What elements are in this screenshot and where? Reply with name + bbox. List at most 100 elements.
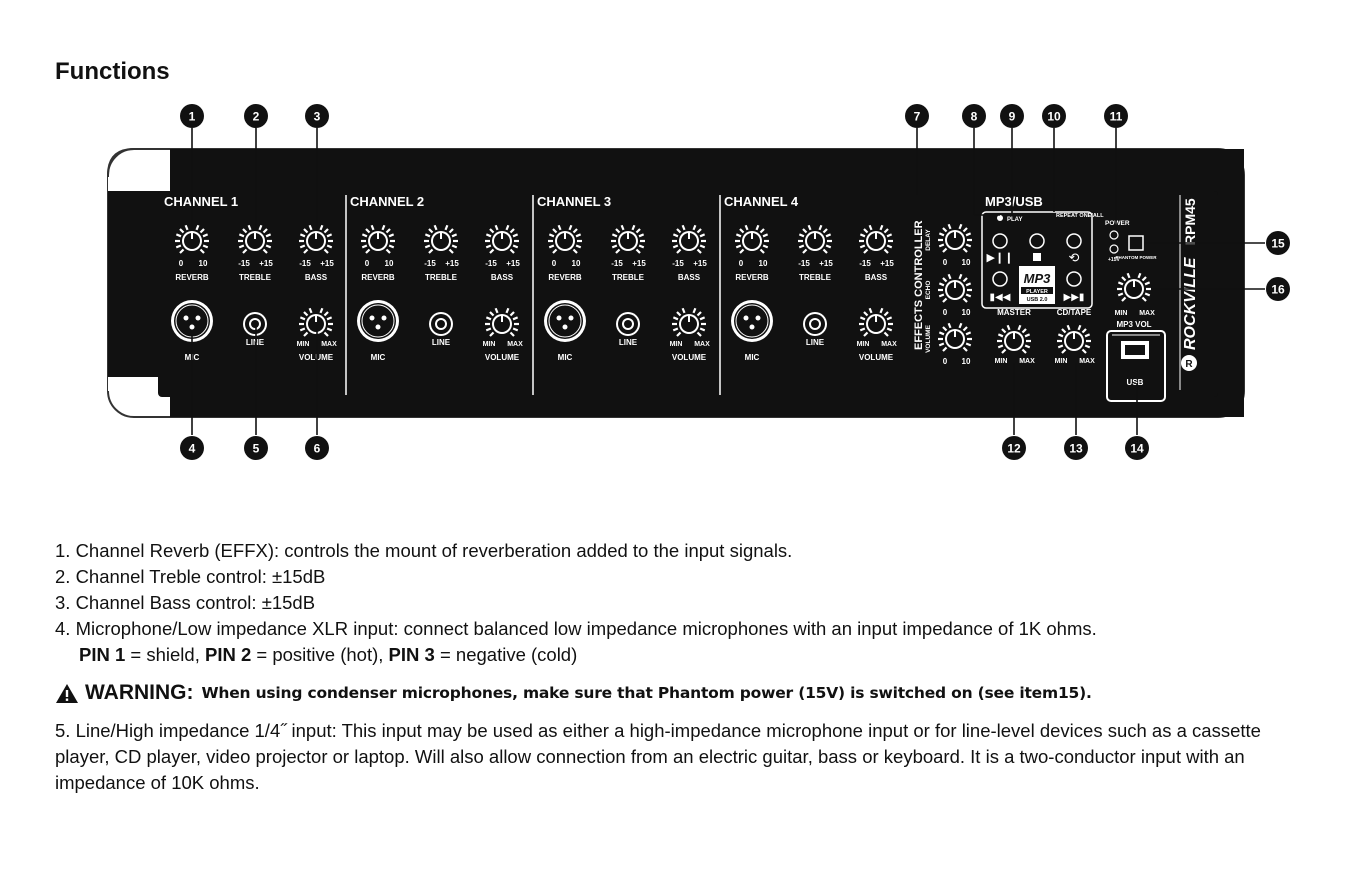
bass-label: BASS (678, 273, 701, 282)
effects-controller: EFFECTS CONTROLLER DELAY ECHO VOLUME 0 1… (913, 220, 974, 366)
pin-assignments: PIN 1 = shield, PIN 2 = positive (hot), … (79, 644, 578, 665)
channel-title: CHANNEL 2 (350, 194, 424, 209)
callout-number: 11 (1110, 110, 1123, 124)
model-name: RPM45 (1182, 198, 1198, 245)
power-section: POWER +15V PHANTOM POWER (1105, 220, 1157, 263)
item-5: 5. Line/High impedance 1/4˝ input: This … (55, 720, 1261, 793)
volume-label: VOLUME (859, 353, 894, 362)
mp3-usb-section: MP3/USB PLAY REPEAT ONE/ALL ▶❙❙ ⟲ MP3 PL… (981, 194, 1104, 365)
vol-max: MAX (321, 341, 337, 348)
mp3-volume-section: MIN MAX MP3 VOL USB (1106, 272, 1166, 402)
svg-text:PLAYER: PLAYER (1026, 289, 1048, 295)
power-led (1109, 230, 1119, 240)
brand: ROCKVILLE RPM45 R (1179, 195, 1199, 390)
callout-number: 13 (1069, 442, 1083, 456)
callout-leader-lines (191, 128, 1265, 435)
phantom-label: PHANTOM POWER (1116, 255, 1158, 260)
vol-max: MAX (694, 341, 710, 348)
callout-number: 12 (1007, 442, 1021, 456)
line-input-jack[interactable] (429, 312, 453, 336)
stop-button[interactable] (1029, 233, 1045, 249)
scale-max: +15 (819, 259, 833, 268)
scale-min: -15 (859, 259, 871, 268)
stop-icon (1033, 253, 1041, 261)
vol-min: MIN (857, 341, 870, 348)
callout-number: 8 (971, 110, 978, 124)
next-button[interactable] (1066, 271, 1082, 287)
bass-label: BASS (491, 273, 514, 282)
callout-number: 10 (1047, 110, 1061, 124)
callout-number: 3 (314, 110, 321, 124)
callout-badge (1125, 436, 1149, 460)
previous-icon: ▮◀◀ (990, 292, 1011, 303)
item-3: 3. Channel Bass control: ±15dB (55, 592, 316, 613)
volume-label: VOLUME (485, 353, 520, 362)
power-label: POWER (1105, 220, 1130, 227)
mic-label: MIC (371, 353, 386, 362)
callout-badge (305, 436, 329, 460)
svg-text:+15V: +15V (1108, 257, 1120, 263)
cdtape-label: CD/TAPE (1057, 308, 1092, 317)
mic-xlr-input[interactable] (730, 299, 774, 343)
callout-number: 4 (189, 442, 196, 456)
scale-min: 0 (179, 259, 184, 268)
function-descriptions: 1. Channel Reverb (EFFX): controls the m… (55, 538, 1315, 796)
repeat-button[interactable] (1066, 233, 1082, 249)
scale-max: +15 (259, 259, 273, 268)
warning-label: WARNING: (85, 681, 194, 704)
scale-min: -15 (424, 259, 436, 268)
brand-name: ROCKVILLE (1182, 256, 1199, 350)
scale-max: 10 (385, 259, 394, 268)
treble-label: TREBLE (425, 273, 458, 282)
callout-number: 1 (189, 110, 196, 124)
svg-text:R: R (1185, 359, 1193, 370)
phantom-power-switch[interactable] (1128, 235, 1144, 251)
repeat-icon: ⟲ (1069, 250, 1080, 265)
line-input-jack[interactable] (243, 312, 267, 336)
line-input-jack[interactable] (803, 312, 827, 336)
callout-badge (180, 436, 204, 460)
line-label: LINE (806, 338, 825, 347)
treble-label: TREBLE (799, 273, 832, 282)
play-pause-button[interactable] (992, 233, 1008, 249)
mp3-vol-label: MP3 VOL (1116, 320, 1151, 329)
item-4: 4. Microphone/Low impedance XLR input: c… (55, 618, 1097, 639)
mic-xlr-input[interactable] (543, 299, 587, 343)
callout-number: 14 (1130, 442, 1144, 456)
scale-max: +15 (632, 259, 646, 268)
callout-number: 9 (1009, 110, 1016, 124)
scale-max: +15 (445, 259, 459, 268)
mic-xlr-input[interactable] (356, 299, 400, 343)
callout-badge (1042, 104, 1066, 128)
delay-min: 0 (943, 258, 948, 267)
mp3-logo (1019, 266, 1055, 304)
next-icon: ▶▶▮ (1064, 292, 1085, 303)
callout-badge (1266, 231, 1290, 255)
usb-label: USB (1127, 378, 1144, 387)
svg-text:USB 2.0: USB 2.0 (1027, 297, 1048, 303)
callout-badge (1002, 436, 1026, 460)
bass-label: BASS (305, 273, 328, 282)
line-label: LINE (432, 338, 451, 347)
scale-max: +15 (693, 259, 707, 268)
brand-logo-icon (1181, 355, 1197, 371)
callout-badge (244, 436, 268, 460)
page-title: Functions (55, 58, 170, 85)
scale-min: -15 (798, 259, 810, 268)
line-input-jack[interactable] (616, 312, 640, 336)
previous-button[interactable] (992, 271, 1008, 287)
item-1: 1. Channel Reverb (EFFX): controls the m… (55, 540, 793, 561)
callout-number: 5 (253, 442, 260, 456)
svg-text:MIN: MIN (995, 358, 1008, 365)
item-2: 2. Channel Treble control: ±15dB (55, 566, 326, 587)
reverb-label: REVERB (735, 273, 769, 282)
bass-label: BASS (865, 273, 888, 282)
callout-badge (962, 104, 986, 128)
reverb-label: REVERB (361, 273, 395, 282)
vol-max: MAX (881, 341, 897, 348)
warning-text: When using condenser microphones, make s… (201, 684, 1092, 702)
line-label: LINE (619, 338, 638, 347)
warning-note: WARNING: When using condenser microphone… (55, 680, 1315, 706)
echo-label: ECHO (925, 281, 932, 300)
fxvol-max: 10 (962, 357, 971, 366)
